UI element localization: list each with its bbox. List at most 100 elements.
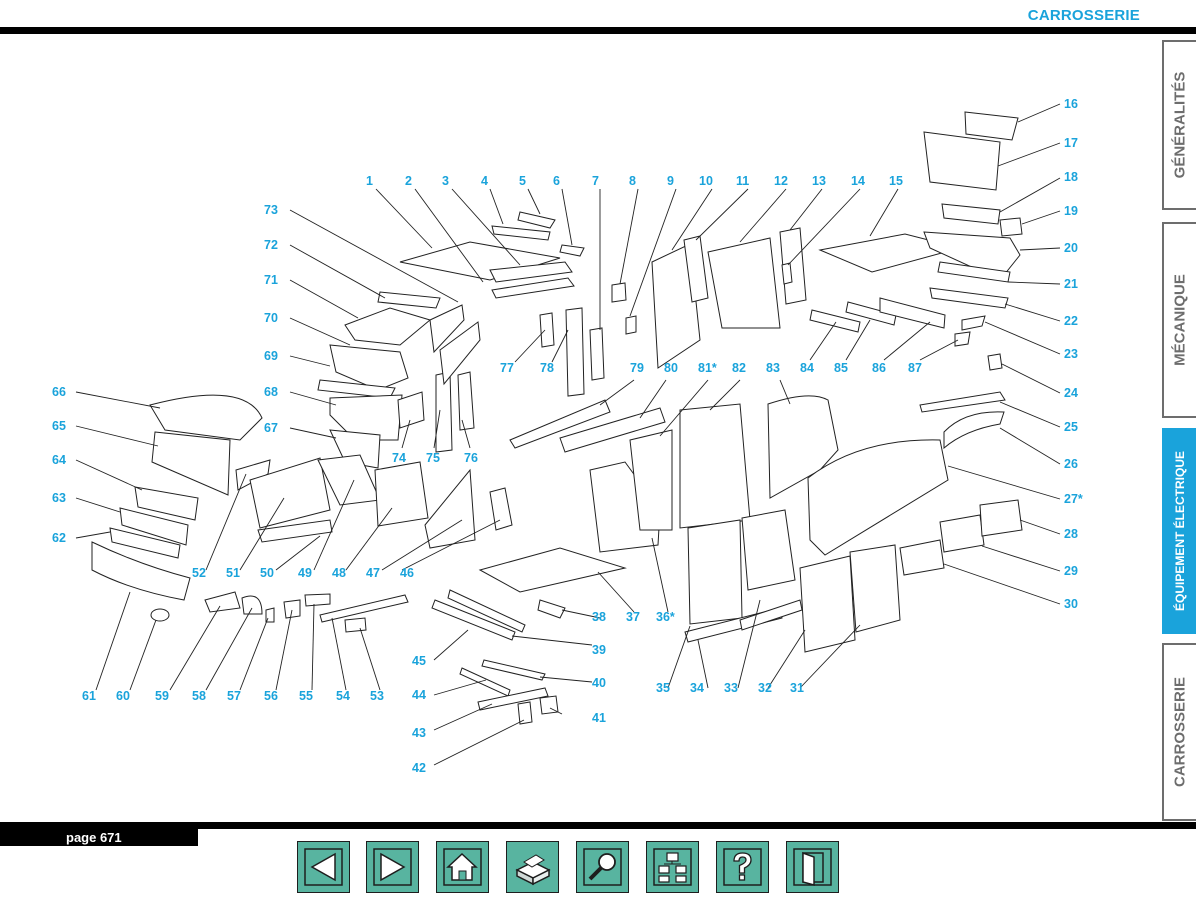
part-label-20: 20 [1064,241,1078,255]
part-label-58: 58 [192,689,206,703]
part-label-36: 36* [656,610,675,624]
leader-lines [75,103,1061,766]
body-parts-exploded-diagram: 1 2 3 4 5 6 7 8 9 10 11 12 13 14 15 16 1… [52,97,1083,775]
part-label-51: 51 [226,566,240,580]
part-label-54: 54 [336,689,350,703]
part-label-21: 21 [1064,277,1078,291]
part-label-83: 83 [766,361,780,375]
previous-page-button[interactable] [297,841,350,893]
part-label-61: 61 [82,689,96,703]
part-label-73: 73 [264,203,278,217]
magnifier-icon [583,848,622,886]
page-number: page 671 [0,829,198,846]
part-label-3: 3 [442,174,449,188]
tab-carrosserie[interactable]: CARROSSERIE [1162,643,1196,821]
part-label-72: 72 [264,238,278,252]
part-label-39: 39 [592,643,606,657]
bottom-rule [0,822,1196,829]
part-label-84: 84 [800,361,814,375]
part-label-7: 7 [592,174,599,188]
part-label-60: 60 [116,689,130,703]
part-label-37: 37 [626,610,640,624]
parts-drawing [91,111,1023,725]
help-button[interactable] [716,841,769,893]
part-label-70: 70 [264,311,278,325]
contents-button[interactable] [646,841,699,893]
part-label-53: 53 [370,689,384,703]
tab-equipement-electrique[interactable]: ÉQUIPEMENT ÉLECTRIQUE [1162,428,1196,634]
part-label-81: 81* [698,361,717,375]
part-label-59: 59 [155,689,169,703]
part-label-65: 65 [52,419,66,433]
question-icon [723,848,762,886]
part-label-82: 82 [732,361,746,375]
part-label-57: 57 [227,689,241,703]
part-label-74: 74 [392,451,406,465]
part-label-27: 27* [1064,492,1083,506]
tab-generalites[interactable]: GÉNÉRALITÉS [1162,40,1196,210]
part-label-35: 35 [656,681,670,695]
part-label-16: 16 [1064,97,1078,111]
search-button[interactable] [576,841,629,893]
part-label-30: 30 [1064,597,1078,611]
exit-door-icon [793,848,832,886]
next-page-button[interactable] [366,841,419,893]
exit-button[interactable] [786,841,839,893]
arrow-left-icon [304,848,343,886]
tab-mecanique[interactable]: MÉCANIQUE [1162,222,1196,418]
part-label-44: 44 [412,688,426,702]
part-label-6: 6 [553,174,560,188]
part-label-78: 78 [540,361,554,375]
part-label-33: 33 [724,681,738,695]
part-label-22: 22 [1064,314,1078,328]
part-label-9: 9 [667,174,674,188]
part-label-46: 46 [400,566,414,580]
section-title: CARROSSERIE [1027,7,1140,24]
home-button[interactable] [436,841,489,893]
part-label-32: 32 [758,681,772,695]
part-label-40: 40 [592,676,606,690]
part-label-68: 68 [264,385,278,399]
part-label-50: 50 [260,566,274,580]
part-label-28: 28 [1064,527,1078,541]
print-button[interactable] [506,841,559,893]
part-number-labels: 1 2 3 4 5 6 7 8 9 10 11 12 13 14 15 16 1… [52,97,1083,775]
part-label-56: 56 [264,689,278,703]
part-label-25: 25 [1064,420,1078,434]
part-label-77: 77 [500,361,514,375]
part-label-75: 75 [426,451,440,465]
part-label-14: 14 [851,174,865,188]
part-label-80: 80 [664,361,678,375]
part-label-18: 18 [1064,170,1078,184]
part-label-67: 67 [264,421,278,435]
part-label-11: 11 [736,174,749,188]
tab-label: ÉQUIPEMENT ÉLECTRIQUE [1173,450,1187,612]
part-label-48: 48 [332,566,346,580]
part-label-43: 43 [412,726,426,740]
part-label-2: 2 [405,174,412,188]
part-label-79: 79 [630,361,644,375]
part-label-42: 42 [412,761,426,775]
part-label-71: 71 [264,273,278,287]
part-label-52: 52 [192,566,206,580]
house-icon [443,848,482,886]
part-label-49: 49 [298,566,312,580]
tab-label: GÉNÉRALITÉS [1171,71,1189,179]
top-rule [0,27,1196,34]
part-label-76: 76 [464,451,478,465]
part-label-47: 47 [366,566,380,580]
tree-icon [653,848,692,886]
part-label-8: 8 [629,174,636,188]
part-label-17: 17 [1064,136,1078,150]
part-label-1: 1 [366,174,373,188]
part-label-66: 66 [52,385,66,399]
part-label-41: 41 [592,711,606,725]
part-label-63: 63 [52,491,66,505]
part-label-31: 31 [790,681,804,695]
printer-icon [515,854,551,886]
tab-label: MÉCANIQUE [1171,274,1189,366]
part-label-13: 13 [812,174,826,188]
part-label-19: 19 [1064,204,1078,218]
part-label-38: 38 [592,610,606,624]
part-label-62: 62 [52,531,66,545]
